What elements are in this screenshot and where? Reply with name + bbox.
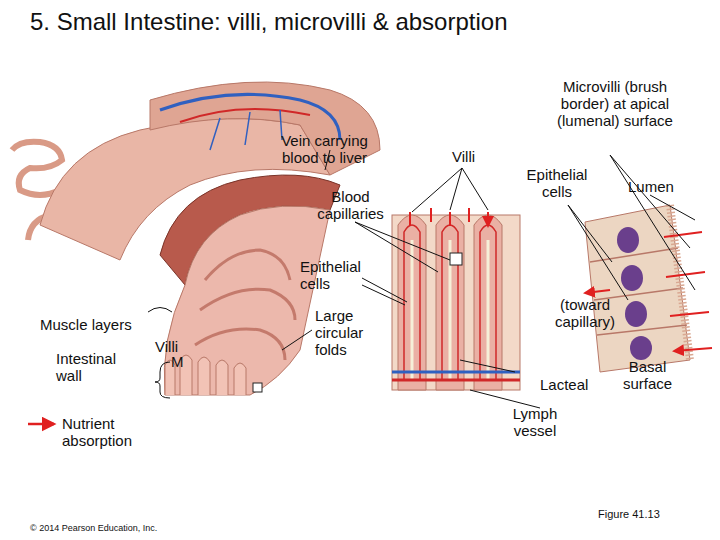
part-label: Epithelial cells bbox=[300, 258, 380, 292]
bracket bbox=[155, 362, 170, 398]
leader-line bbox=[650, 195, 695, 220]
nucleus bbox=[621, 265, 643, 291]
part-label: © 2014 Pearson Education, Inc. bbox=[30, 523, 157, 533]
artery bbox=[180, 109, 310, 122]
villi-vein bbox=[392, 371, 520, 374]
villi-artery bbox=[392, 379, 520, 382]
nucleus bbox=[617, 227, 639, 253]
part-label: Microvilli (brush border) at apical (lum… bbox=[540, 78, 690, 129]
leader-line bbox=[610, 155, 695, 290]
absorption-arrow bbox=[410, 208, 488, 226]
part-label: M bbox=[171, 353, 184, 370]
tube-interior bbox=[164, 206, 330, 395]
part-label: (toward capillary) bbox=[535, 296, 635, 330]
circular-folds bbox=[195, 250, 295, 360]
vein-branches bbox=[210, 110, 282, 150]
part-label: Lacteal bbox=[540, 376, 588, 393]
part-label: Muscle layers bbox=[40, 316, 132, 333]
legend-text: Nutrient absorption bbox=[62, 415, 162, 449]
leader-line bbox=[355, 222, 450, 272]
zoom-marker bbox=[450, 253, 462, 265]
leader-line bbox=[412, 168, 488, 212]
leader-line bbox=[568, 205, 628, 300]
part-label: Blood capillaries bbox=[303, 188, 398, 222]
cell-panel bbox=[585, 205, 712, 372]
leader-lines bbox=[148, 150, 695, 408]
absorption-arrow bbox=[585, 290, 610, 293]
leader-line bbox=[460, 360, 515, 372]
villus-capillary bbox=[404, 225, 496, 380]
leader-line bbox=[362, 278, 407, 305]
part-label: Basal surface bbox=[610, 358, 685, 392]
legend-arrow bbox=[28, 423, 54, 426]
villi-block bbox=[392, 215, 520, 390]
part-label: Large circular folds bbox=[315, 307, 385, 358]
part-label: Intestinal wall bbox=[56, 350, 136, 384]
nucleus bbox=[630, 336, 652, 360]
part-label: Lymph vessel bbox=[505, 405, 565, 439]
part-label: Vein carrying blood to liver bbox=[262, 132, 387, 166]
villus-lacteal bbox=[412, 240, 488, 380]
figure-caption: Figure 41.13 bbox=[598, 508, 660, 521]
part-label: Villi bbox=[452, 148, 475, 165]
bracket bbox=[148, 308, 172, 313]
absorption-arrow bbox=[664, 232, 712, 351]
slide-title: 5. Small Intestine: villi, microvilli & … bbox=[30, 8, 508, 36]
leader-line bbox=[282, 330, 312, 350]
nucleus bbox=[625, 301, 647, 327]
villi-panel bbox=[392, 208, 520, 390]
part-label: Epithelial cells bbox=[512, 166, 602, 200]
villus bbox=[398, 215, 502, 390]
zoom-marker bbox=[253, 383, 262, 392]
part-label: Lumen bbox=[628, 178, 674, 195]
part-label: Villi bbox=[155, 338, 178, 355]
